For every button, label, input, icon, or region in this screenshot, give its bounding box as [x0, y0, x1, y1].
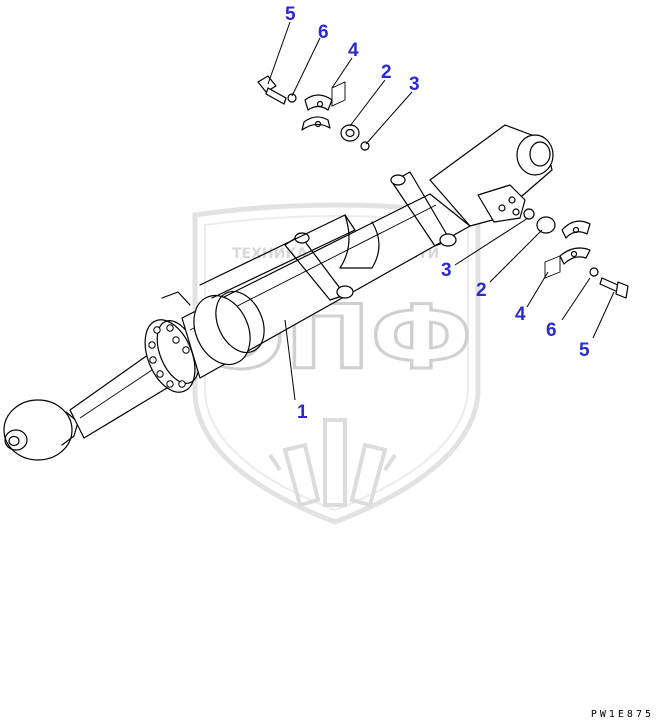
cylinder-assembly: [3, 124, 554, 461]
leader-lines: [267, 21, 615, 401]
hardware-set-lower: [523, 208, 629, 299]
callout-4-upper: 4: [348, 40, 359, 61]
watermark-shield: [192, 202, 481, 525]
callout-4-lower: 4: [515, 304, 526, 325]
bushing-icon: [536, 216, 556, 234]
washer-icon: [589, 267, 599, 277]
watermark-wheat-icon: [268, 418, 397, 508]
clamp-half-icon: [559, 220, 591, 265]
drawing-code: PW1E875: [590, 709, 654, 720]
tube-collar: [193, 294, 251, 366]
callout-3-lower: 3: [441, 260, 452, 281]
callout-1: 1: [297, 402, 308, 423]
seal-icon: [360, 141, 370, 151]
flange-bolt-icon: [148, 324, 190, 388]
callout-2-lower: 2: [476, 280, 487, 301]
bolt-icon: [599, 277, 629, 299]
callout-5-lower: 5: [579, 340, 590, 361]
callout-6-upper: 6: [318, 22, 329, 43]
callout-6-lower: 6: [546, 320, 557, 341]
bushing-icon: [340, 124, 360, 142]
callout-3-upper: 3: [409, 74, 420, 95]
hardware-set-upper: [257, 75, 370, 151]
rod-eye-housing: [3, 399, 73, 461]
callout-2-upper: 2: [381, 62, 392, 83]
bolt-icon: [257, 75, 287, 105]
clamp-half-icon: [301, 94, 333, 131]
bottom-pin-boss: [516, 134, 554, 176]
callout-5-upper: 5: [285, 4, 296, 25]
seal-icon: [523, 208, 535, 220]
callout-labels: 5 6 4 2 3 1 3 2 4 6 5: [285, 4, 590, 423]
washer-icon: [287, 93, 297, 103]
